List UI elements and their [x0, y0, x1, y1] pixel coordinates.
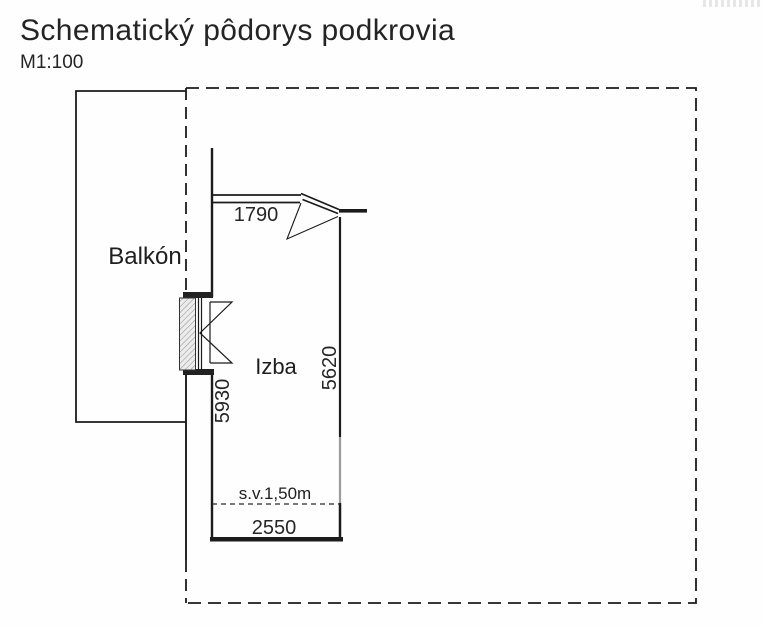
dimension-room-depth-right: 5620	[319, 345, 341, 391]
wall-stub-right-of-door	[339, 209, 367, 213]
dimension-room-depth-left: 5930	[212, 378, 234, 424]
dimension-door-opening: 1790	[233, 204, 279, 226]
room-wall-bottom	[210, 537, 343, 542]
clipped-print-artifact	[703, 0, 761, 7]
ceiling-height-label: s.v.1,50m	[238, 484, 312, 503]
door-leaf-inner	[302, 198, 339, 215]
window-jamb-bottom	[183, 369, 214, 375]
drawing-scale: M1:100	[20, 52, 84, 73]
room-label: Izba	[255, 354, 297, 379]
window-jamb-top	[183, 292, 213, 298]
window-frame-hatched	[179, 297, 196, 371]
page-title: Schematický pôdorys podkrovia	[20, 14, 456, 47]
dimension-room-width-bottom: 2550	[251, 517, 297, 539]
door-leaf-outer	[300, 192, 340, 211]
balcony-outline	[75, 90, 186, 423]
door-swing-lines	[286, 202, 339, 241]
balcony-label: Balkón	[108, 243, 182, 270]
attic-boundary-dashed	[186, 87, 697, 604]
window-opening-triangles	[199, 301, 234, 364]
